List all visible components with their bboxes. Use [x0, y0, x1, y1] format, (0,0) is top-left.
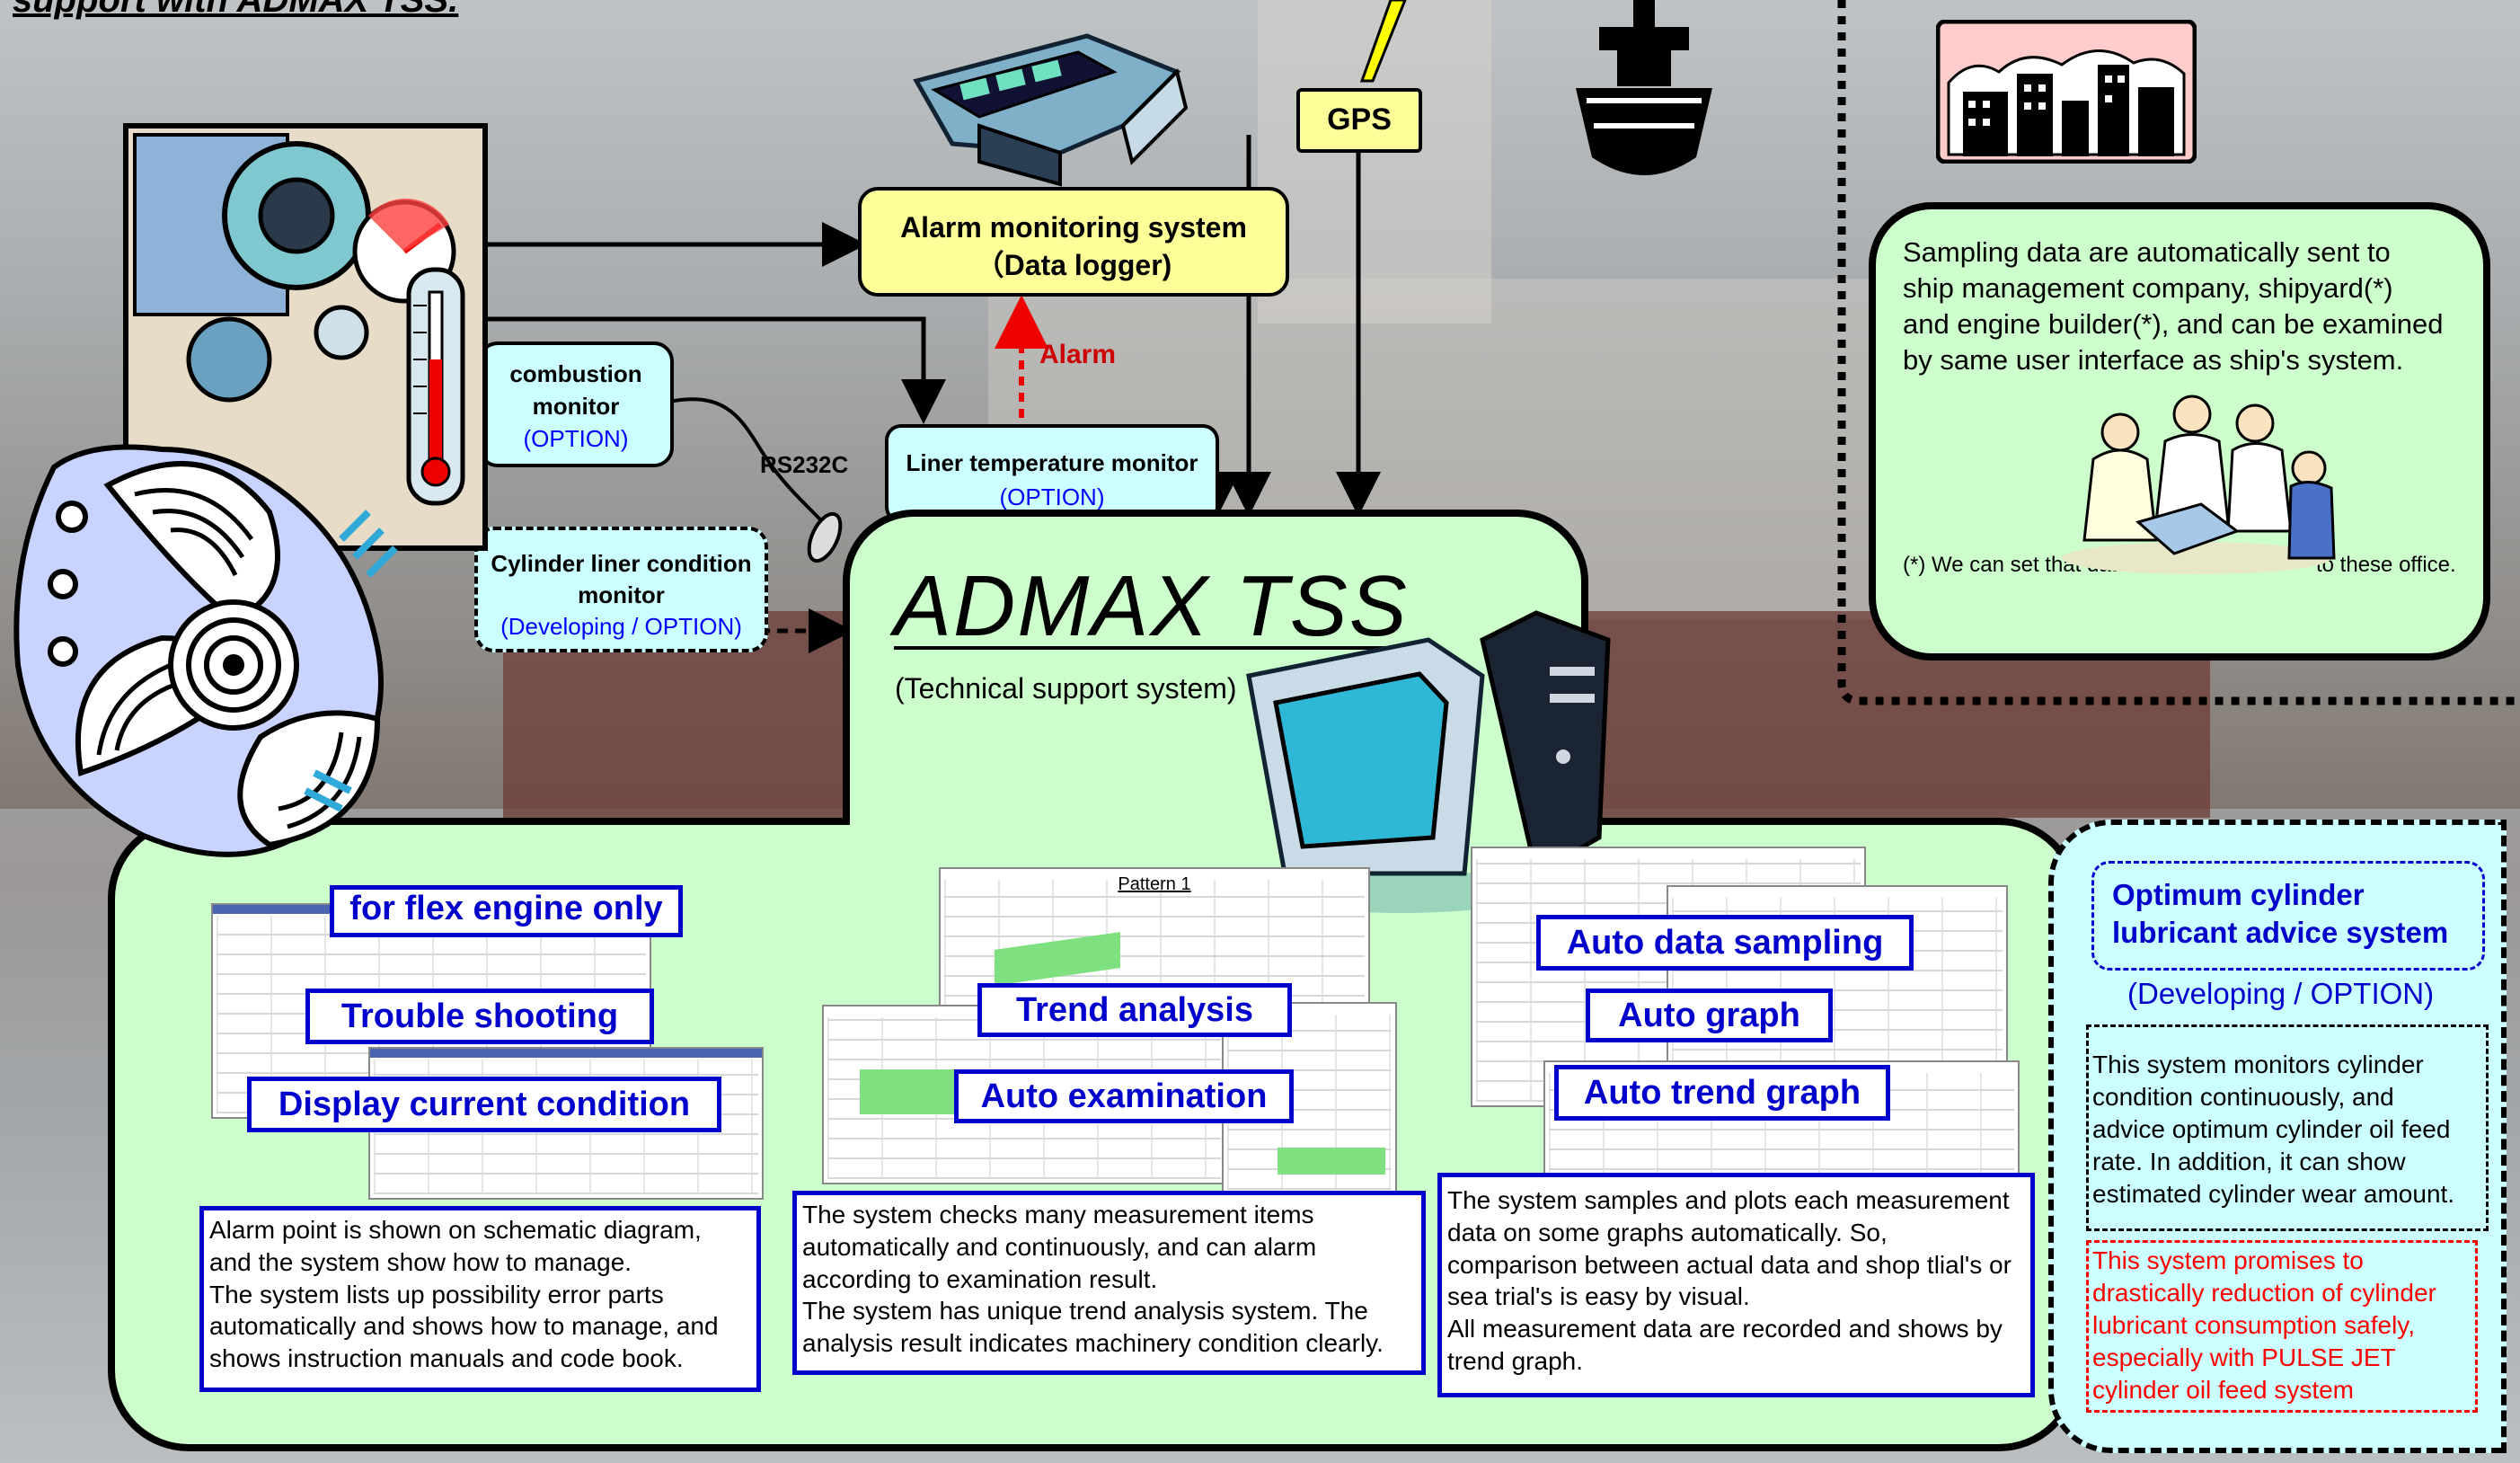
right-desc-4: All measurement data are recorded and sh…: [1447, 1315, 2003, 1343]
optimum-promise-box: This system promises to drastically redu…: [2086, 1240, 2478, 1413]
ship-silhouette-icon: [1576, 0, 1712, 175]
label-auto-data-sampling: Auto data sampling: [1536, 915, 1914, 971]
liner-temp-monitor-box: Liner temperature monitor (OPTION): [885, 424, 1219, 523]
alarm-line2: （Data logger): [975, 249, 1172, 281]
label-trouble-shooting: Trouble shooting: [305, 989, 654, 1044]
right-desc-box: The system samples and plots each measur…: [1437, 1173, 2035, 1397]
pattern-title: Pattern 1: [1118, 874, 1191, 894]
optimum-promise-3: especially with PULSE JET: [2092, 1343, 2396, 1371]
mid-desc-2: according to examination result.: [802, 1264, 1158, 1293]
optimum-promise-1: drastically reduction of cylinder: [2092, 1279, 2436, 1307]
rs232c-connector: [807, 511, 843, 563]
office-boundary: [1837, 0, 2520, 705]
optimum-option: (Developing / OPTION): [2127, 977, 2435, 1010]
control-panel-clipart: [913, 33, 1189, 187]
optimum-promise-2: lubricant consumption safely,: [2092, 1311, 2415, 1339]
label-auto-graph: Auto graph: [1586, 989, 1833, 1042]
office-line1: Sampling data are automatically sent to: [1903, 236, 2391, 268]
mid-desc-box: The system checks many measurement items…: [792, 1191, 1426, 1375]
left-desc-4: shows instruction manuals and code book.: [209, 1344, 684, 1373]
left-desc-2: The system lists up possibility error pa…: [209, 1280, 664, 1308]
left-desc-3: automatically and shows how to manage, a…: [209, 1312, 719, 1341]
right-desc-0: The system samples and plots each measur…: [1447, 1186, 2010, 1214]
meeting-people-clipart: [2062, 395, 2336, 574]
admax-subtitle: (Technical support system): [895, 672, 1237, 705]
left-desc-1: and the system show how to manage.: [209, 1247, 632, 1276]
label-flex-engine-only: for flex engine only: [330, 885, 683, 937]
left-desc-box: Alarm point is shown on schematic diagra…: [199, 1206, 761, 1392]
mid-desc-4: analysis result indicates machinery cond…: [802, 1329, 1384, 1358]
alarm-monitoring-box: Alarm monitoring system （Data logger): [858, 187, 1289, 297]
rs232c-label: RS232C: [760, 451, 849, 478]
optimum-lubricant-panel: [2048, 820, 2507, 1453]
right-desc-1: data on some graphs automatically. So,: [1447, 1218, 1888, 1246]
cylinder-liner-monitor-box: Cylinder liner condition monitor (Develo…: [474, 527, 768, 652]
mid-desc-1: automatically and continuously, and can …: [802, 1232, 1317, 1261]
optimum-title1: Optimum cylinder: [2112, 878, 2365, 911]
arrow-engine-to-liner: [485, 316, 946, 424]
office-line4: by same user interface as ship's system.: [1903, 344, 2404, 376]
optimum-desc-4: estimated cylinder wear amount.: [2092, 1180, 2455, 1208]
right-desc-5: trend graph.: [1447, 1347, 1583, 1376]
header-title: support with ADMAX TSS.: [13, 0, 459, 20]
office-info-box: Sampling data are automatically sent to …: [1869, 202, 2490, 661]
optimum-desc-2: advice optimum cylinder oil feed: [2092, 1115, 2451, 1143]
right-desc-2: comparison between actual data and shop …: [1447, 1250, 2012, 1279]
mid-desc-3: The system has unique trend analysis sys…: [802, 1297, 1368, 1326]
cyl-liner-line1: Cylinder liner condition: [491, 550, 752, 577]
exam2-band: [1278, 1148, 1385, 1175]
gps-box: GPS: [1296, 88, 1422, 153]
label-auto-trend-graph: Auto trend graph: [1554, 1065, 1890, 1121]
optimum-desc-1: condition continuously, and: [2092, 1083, 2394, 1111]
label-auto-examination: Auto examination: [954, 1069, 1294, 1123]
office-line2: ship management company, shipyard(*): [1903, 272, 2393, 304]
optimum-promise-4: cylinder oil feed system: [2092, 1376, 2355, 1404]
cyl-liner-option: (Developing / OPTION): [500, 613, 742, 640]
admax-title: ADMAX TSS: [894, 558, 1409, 654]
label-display-current-condition: Display current condition: [247, 1077, 721, 1132]
optimum-desc-3: rate. In addition, it can show: [2092, 1148, 2406, 1175]
left-desc-0: Alarm point is shown on schematic diagra…: [209, 1216, 702, 1244]
desktop-computer-clipart: [1246, 610, 1611, 913]
combustion-monitor-box: combustion monitor (OPTION): [478, 341, 674, 467]
optimum-desc-box: This system monitors cylinder condition …: [2086, 1024, 2489, 1231]
label-trend-analysis: Trend analysis: [977, 983, 1292, 1037]
liner-temp-line1: Liner temperature monitor: [906, 449, 1198, 476]
alarm-arrow-label: Alarm: [1039, 340, 1117, 369]
liner-temp-option: (OPTION): [999, 483, 1105, 510]
combustion-option: (OPTION): [523, 425, 629, 452]
cyl-liner-line2: monitor: [578, 581, 665, 608]
office-footnote-b: to these office.: [2316, 553, 2456, 577]
optimum-title-box: Optimum cylinder lubricant advice system: [2091, 861, 2485, 971]
mid-desc-0: The system checks many measurement items: [802, 1201, 1314, 1228]
combustion-line1: combustion: [509, 360, 642, 387]
engine-propeller-clipart: [13, 123, 488, 857]
optimum-promise-0: This system promises to: [2092, 1246, 2364, 1274]
right-desc-3: sea trial's is easy by visual.: [1447, 1282, 1750, 1311]
gps-label: GPS: [1327, 102, 1392, 137]
alarm-line1: Alarm monitoring system: [900, 211, 1247, 244]
office-line3: and engine builder(*), and can be examin…: [1903, 308, 2444, 340]
combustion-line2: monitor: [532, 393, 620, 420]
lightning-icon: [1359, 0, 1407, 83]
city-office-clipart: [1936, 20, 2197, 164]
optimum-title2: lubricant advice system: [2112, 916, 2449, 949]
optimum-desc-0: This system monitors cylinder: [2092, 1051, 2424, 1078]
